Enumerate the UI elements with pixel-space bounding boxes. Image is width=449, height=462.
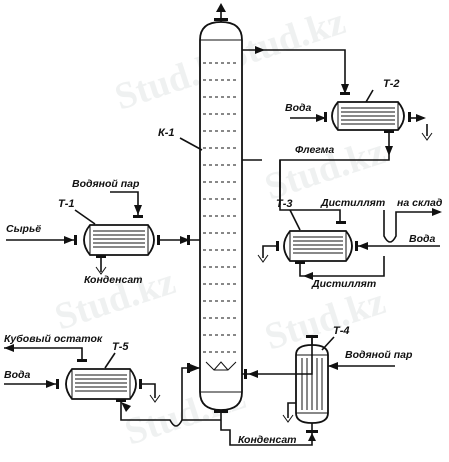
bottoms-line [120,402,221,427]
label-steam-t1: Водяной пар [72,178,140,190]
t3-shell [283,230,353,262]
label-feed: Сырьё [6,223,41,235]
label-flegma: Флегма [295,144,334,156]
t5-shell [65,368,137,400]
exchanger-t2: Т-2 [324,78,411,133]
column-k1: К-1 [158,3,243,420]
reboiler-t4: Т-4 [295,325,350,433]
label-steam-t4: Водяной пар [345,349,413,361]
label-t5: Т-5 [112,341,129,353]
label-distillate-store: Дистиллят [320,197,385,209]
column-trays [203,62,239,353]
exchanger-t5: Т-5 [56,341,142,402]
exchanger-t1: Т-1 [58,198,160,258]
label-distillate-bottom: Дистиллят [311,278,376,290]
vapor-line [242,49,346,92]
watermark-text: Stud.kz [50,260,181,338]
label-to-store: на склад [397,197,443,209]
label-t3: Т-3 [276,198,293,210]
t1-shell [83,224,155,256]
label-water-t5: Вода [4,369,30,381]
label-bottoms: Кубовый остаток [4,333,103,345]
label-water-t2: Вода [285,102,311,114]
label-condensate-t1: Конденсат [84,274,143,286]
exchanger-t3: Т-3 [276,198,358,264]
arrow-up-icon [216,3,226,12]
label-condensate-t4: Конденсат [238,434,297,446]
label-t1: Т-1 [58,198,75,210]
label-t2: Т-2 [383,78,400,90]
label-t4: Т-4 [333,325,350,337]
label-k1: К-1 [158,127,175,139]
label-water-t3: Вода [409,233,435,245]
